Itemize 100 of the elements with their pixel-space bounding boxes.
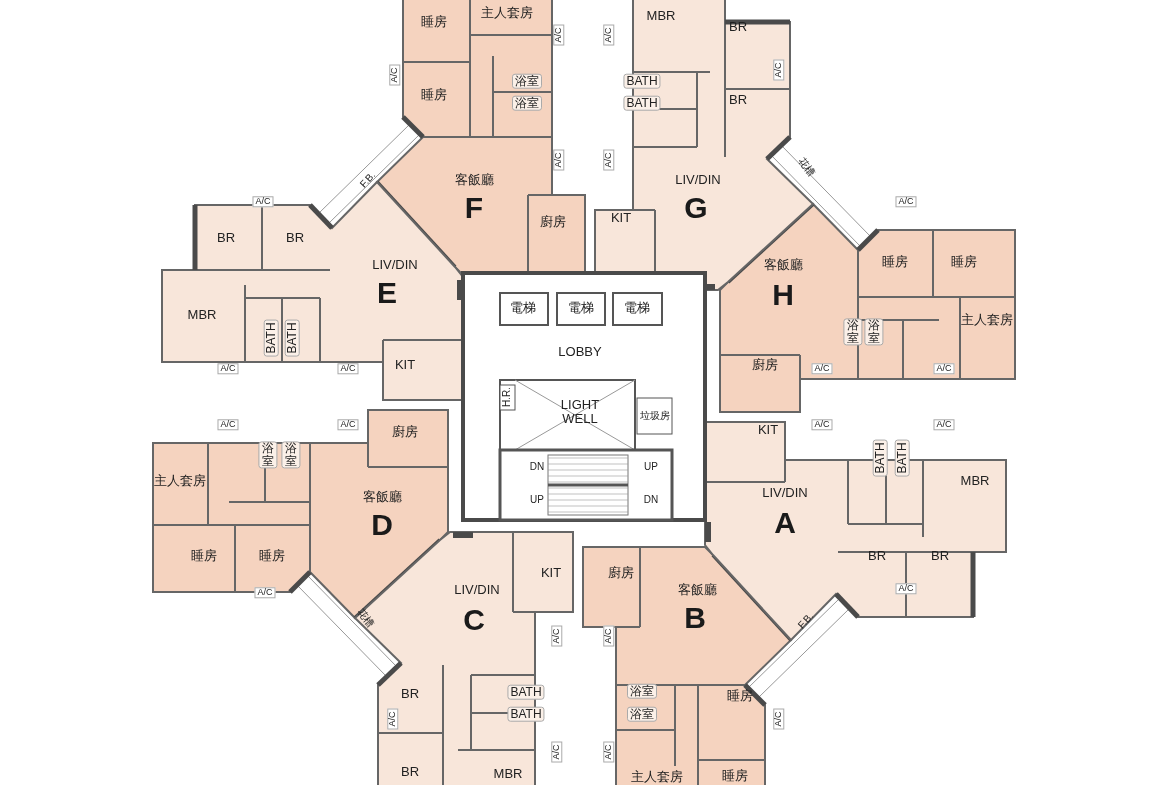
ac-label: A/C xyxy=(551,741,563,763)
room-label: LOBBY xyxy=(558,345,602,359)
room-label: DN xyxy=(529,461,545,473)
room-label: 廚房 xyxy=(752,358,778,372)
ac-label: A/C xyxy=(387,708,399,730)
ac-label: A/C xyxy=(389,64,401,86)
room-tag: BATH xyxy=(507,706,545,722)
room-label: BR xyxy=(867,549,887,563)
room-tag: BATH xyxy=(623,95,661,111)
unit-letter: E xyxy=(377,277,397,309)
ac-label: A/C xyxy=(773,59,785,81)
unit-letter: D xyxy=(371,509,393,541)
room-label: 睡房 xyxy=(882,255,908,269)
ac-label: A/C xyxy=(895,196,917,208)
room-tag: BATH xyxy=(263,319,279,357)
room-label: DN xyxy=(643,494,659,506)
room-label: 垃圾房 xyxy=(640,410,670,422)
room-label: 客飯廳 xyxy=(362,490,402,504)
room-label: KIT xyxy=(394,358,416,372)
room-label: 電梯 xyxy=(510,301,536,315)
ac-label: A/C xyxy=(895,583,917,595)
ac-label: A/C xyxy=(217,419,239,431)
ac-label: A/C xyxy=(773,708,785,730)
room-label: 客飯廳 xyxy=(677,583,717,597)
room-label: MBR xyxy=(646,9,676,23)
room-tag: 浴室 xyxy=(843,318,863,346)
ac-label: A/C xyxy=(553,149,565,171)
room-label: 客飯廳 xyxy=(454,173,494,187)
planter-label: F.B. xyxy=(358,170,378,190)
unit-letter: B xyxy=(684,602,706,634)
ac-label: A/C xyxy=(933,419,955,431)
room-label: UP xyxy=(530,494,544,506)
ac-label: A/C xyxy=(217,363,239,375)
room-label: BR xyxy=(400,687,420,701)
room-tag: 浴室 xyxy=(864,318,884,346)
ac-label: A/C xyxy=(337,419,359,431)
room-tag: BATH xyxy=(872,439,888,477)
room-label: BR xyxy=(285,231,305,245)
room-label: LIV/DIN xyxy=(454,583,500,597)
room-label: 廚房 xyxy=(608,566,634,580)
room-label: 睡房 xyxy=(421,88,447,102)
ac-label: A/C xyxy=(603,741,615,763)
room-label: BR xyxy=(728,20,748,34)
room-label: 睡房 xyxy=(722,769,748,783)
planter-label: 花槽 xyxy=(354,606,376,630)
ac-label: A/C xyxy=(811,419,833,431)
room-label: 廚房 xyxy=(392,425,418,439)
unit-letter: C xyxy=(463,604,485,636)
room-label: KIT xyxy=(540,566,562,580)
room-label: MBR xyxy=(493,767,523,781)
ac-label: A/C xyxy=(933,363,955,375)
unit-letter: G xyxy=(684,192,708,224)
room-label: 睡房 xyxy=(259,549,285,563)
room-tag: BATH xyxy=(284,319,300,357)
unit-letter: H xyxy=(772,279,794,311)
room-label: BR xyxy=(930,549,950,563)
room-tag: 浴室 xyxy=(627,683,657,699)
ac-label: A/C xyxy=(811,363,833,375)
ac-label: A/C xyxy=(603,625,615,647)
room-label: 睡房 xyxy=(191,549,217,563)
room-label: 主人套房 xyxy=(631,770,683,784)
planter-label: F.B. xyxy=(796,611,816,631)
room-label: 電梯 xyxy=(624,301,650,315)
room-label: 電梯 xyxy=(568,301,594,315)
room-label: 睡房 xyxy=(421,15,447,29)
room-label: 睡房 xyxy=(727,689,753,703)
ac-label: A/C xyxy=(254,587,276,599)
room-label: BR xyxy=(216,231,236,245)
ac-label: A/C xyxy=(603,149,615,171)
room-label: LIV/DIN xyxy=(372,258,418,272)
room-tag: BATH xyxy=(894,439,910,477)
room-label: MBR xyxy=(187,308,217,322)
ac-label: A/C xyxy=(252,196,274,208)
room-label: 主人套房 xyxy=(154,474,206,488)
room-label: MBR xyxy=(960,474,990,488)
room-label: KIT xyxy=(610,211,632,225)
ac-label: A/C xyxy=(551,625,563,647)
room-tag: 浴室 xyxy=(627,706,657,722)
room-label: BR xyxy=(400,765,420,779)
room-tag: 浴室 xyxy=(258,441,278,469)
ac-label: A/C xyxy=(603,24,615,46)
room-label: BR xyxy=(728,93,748,107)
room-tag: BATH xyxy=(507,684,545,700)
room-label: LIV/DIN xyxy=(675,173,721,187)
room-label: 客飯廳 xyxy=(763,258,803,272)
room-tag: 浴室 xyxy=(512,73,542,89)
room-tag: 浴室 xyxy=(512,95,542,111)
room-label: LIV/DIN xyxy=(762,486,808,500)
room-label: 主人套房 xyxy=(481,6,533,20)
room-label: KIT xyxy=(757,423,779,437)
unit-letter: F xyxy=(464,192,484,224)
ac-label: A/C xyxy=(337,363,359,375)
room-label: UP xyxy=(644,461,658,473)
room-tag: BATH xyxy=(623,73,661,89)
room-label: H.R. xyxy=(501,387,513,407)
unit-letter: A xyxy=(774,507,796,539)
ac-label: A/C xyxy=(553,24,565,46)
room-label: LIGHT WELL xyxy=(559,398,601,426)
room-tag: 浴室 xyxy=(281,441,301,469)
planter-label: 花槽 xyxy=(795,155,817,179)
